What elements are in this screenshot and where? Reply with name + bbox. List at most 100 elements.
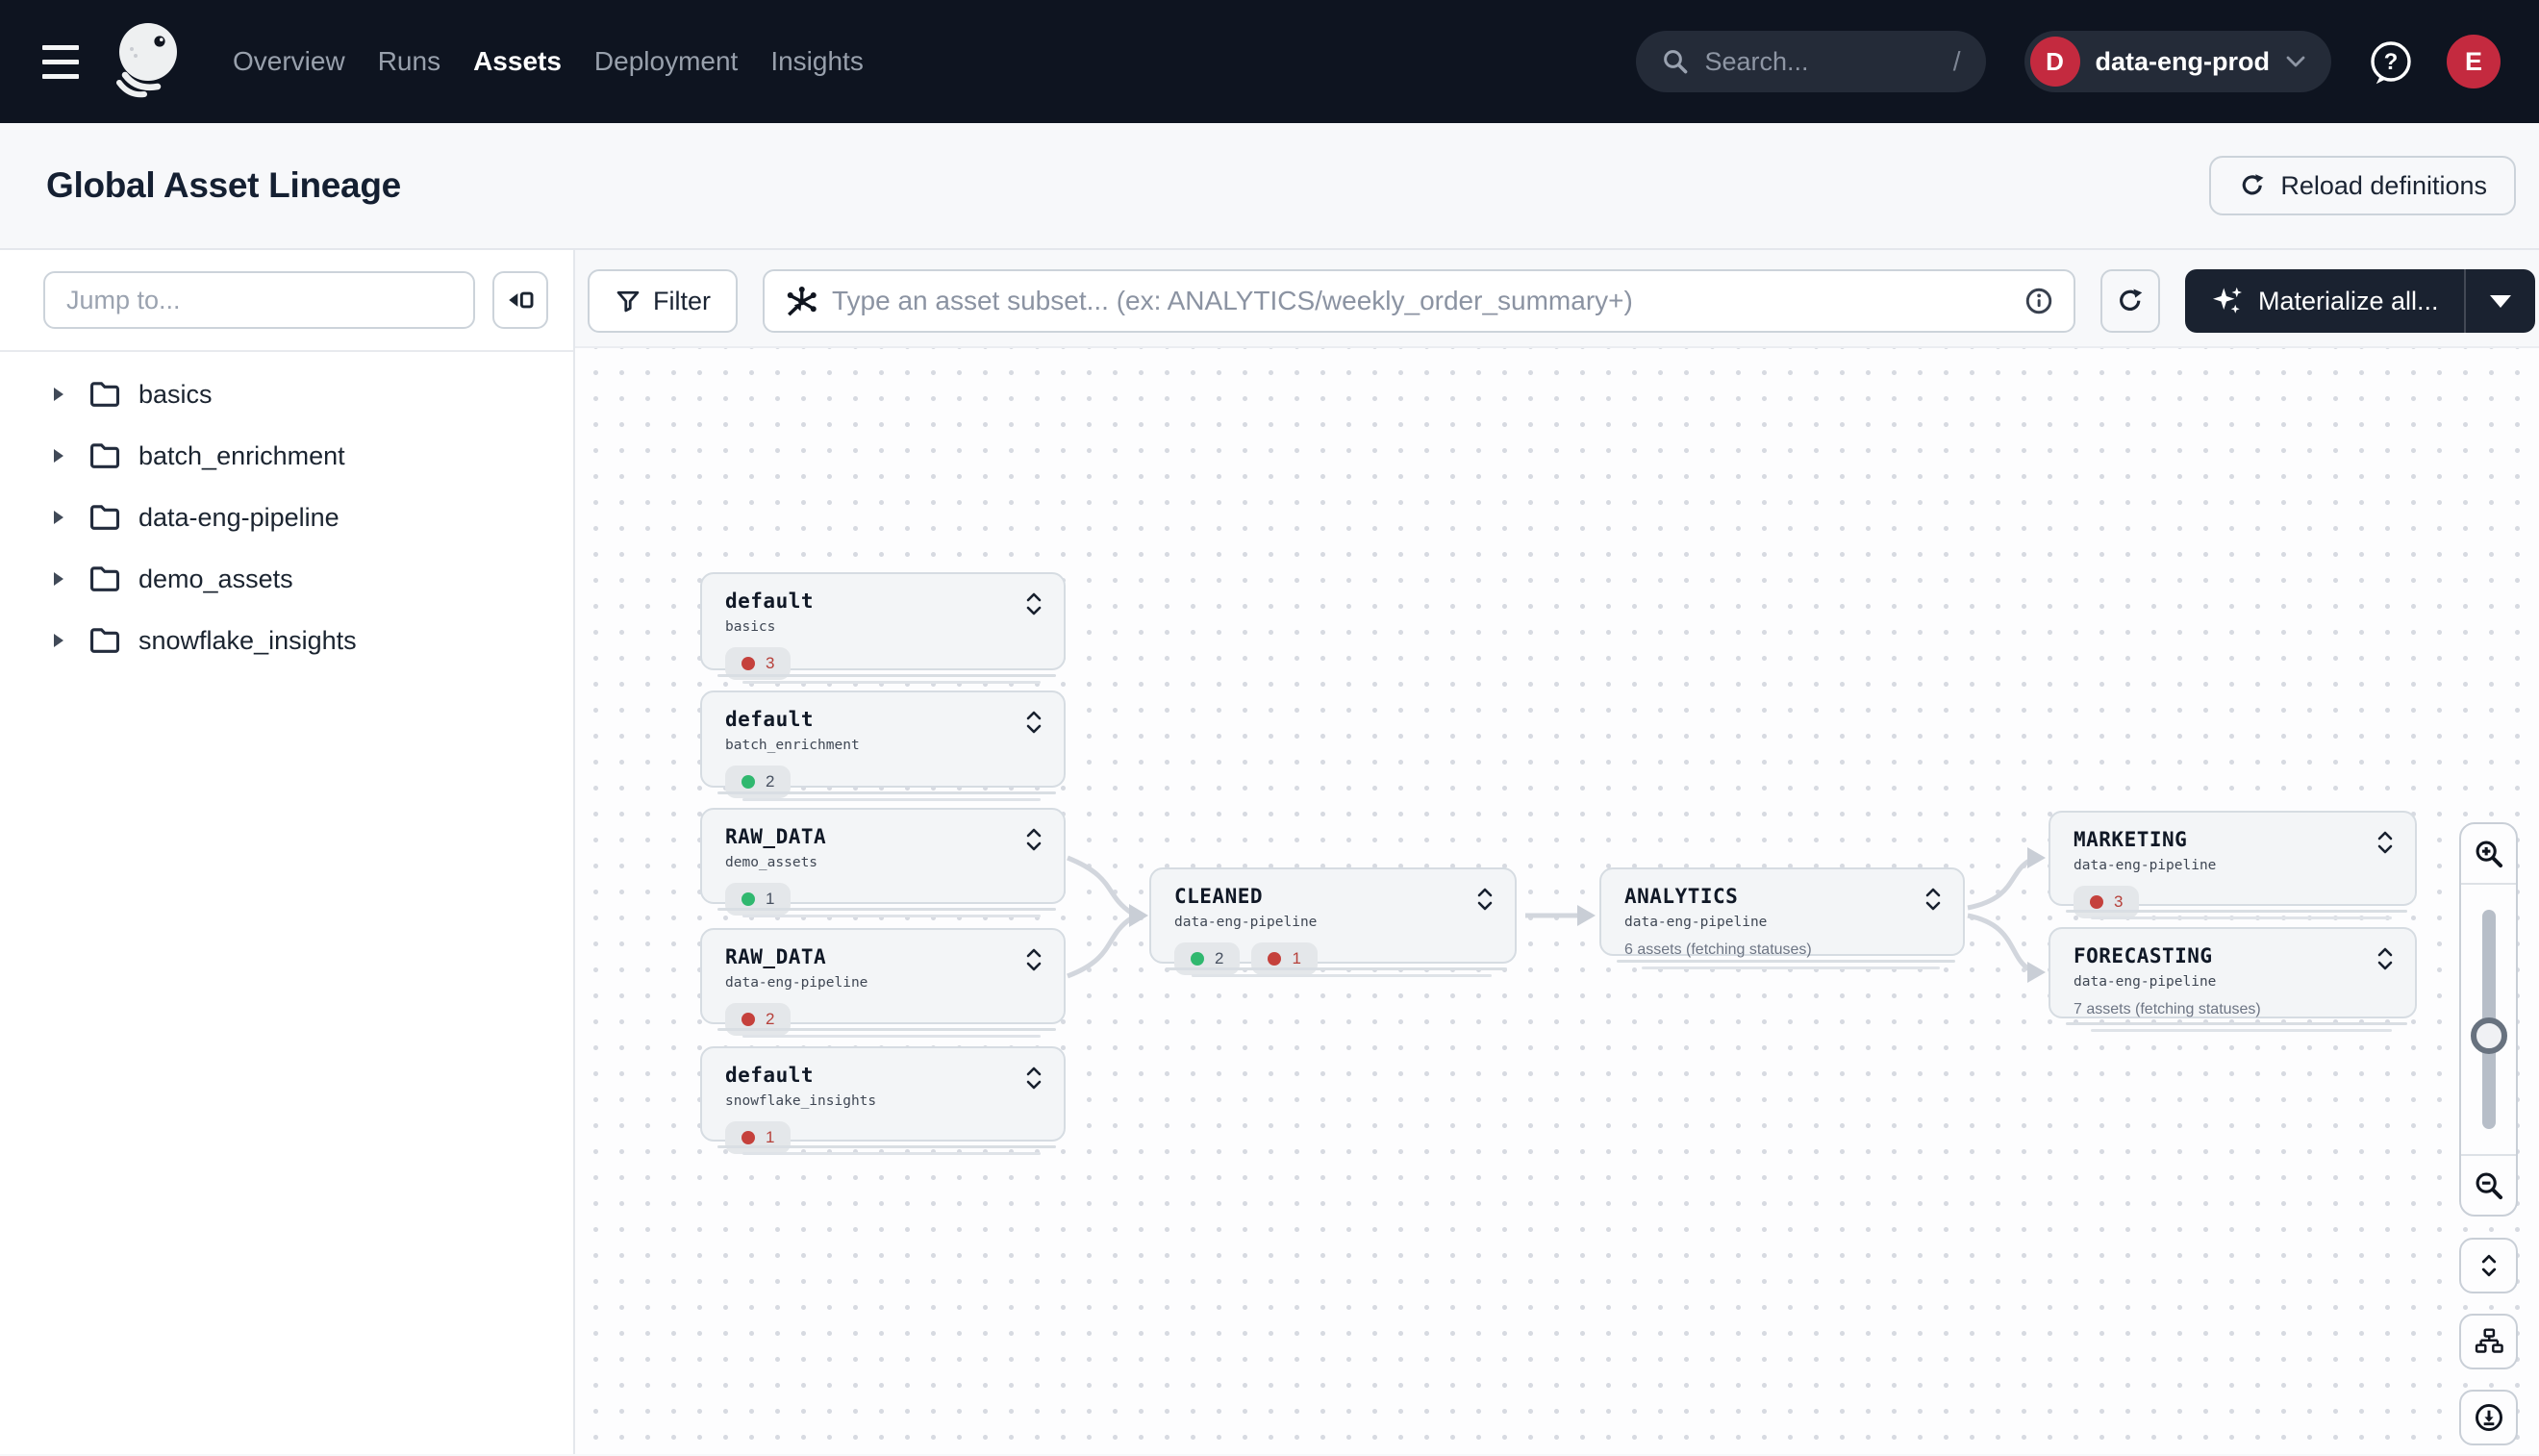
asset-subset-input[interactable] (832, 286, 2010, 316)
sidebar-item-data-eng-pipeline[interactable]: data-eng-pipeline (0, 487, 573, 548)
lineage-toolbar: Filter (575, 250, 2539, 346)
jump-to-input[interactable] (43, 271, 476, 329)
dagster-logo[interactable] (106, 17, 189, 106)
status-badge: 2 (725, 1003, 792, 1036)
zoom-in-icon (2476, 841, 2502, 867)
global-search[interactable]: Search... / (1635, 31, 1986, 92)
filter-button[interactable]: Filter (588, 269, 738, 333)
info-icon[interactable] (2024, 286, 2054, 316)
asset-group-node-forecasting[interactable]: FORECASTING data-eng-pipeline 7 assets (… (2049, 927, 2417, 1032)
caret-right-icon[interactable] (54, 634, 63, 647)
success-dot-icon (1191, 952, 1204, 966)
search-shortcut-hint: / (1952, 46, 1961, 76)
sidebar-item-batch-enrichment[interactable]: batch_enrichment (0, 425, 573, 487)
folder-tree: basics batch_enrichment data-eng-pipelin… (0, 352, 573, 671)
sidebar-item-basics[interactable]: basics (0, 364, 573, 425)
error-dot-icon (2090, 895, 2103, 909)
page-header: Global Asset Lineage Reload definitions (0, 123, 2539, 250)
materialize-options-caret[interactable] (2466, 269, 2535, 333)
caret-right-icon[interactable] (54, 511, 63, 524)
download-icon (2475, 1404, 2502, 1431)
asset-subset-field[interactable] (763, 269, 2075, 333)
expand-collapse-all-button[interactable] (2459, 1238, 2518, 1293)
error-dot-icon (742, 657, 755, 670)
fetching-statuses-note: 6 assets (fetching statuses) (1624, 941, 1812, 958)
top-nav: Overview Runs Assets Deployment Insights… (0, 0, 2539, 123)
zoom-out-icon (2476, 1172, 2502, 1199)
unfold-icon (2481, 1254, 2496, 1277)
expand-collapse-icon[interactable] (1924, 887, 1942, 912)
asset-selection-icon (787, 287, 817, 316)
asset-group-node-default-basics[interactable]: default basics 3 (700, 572, 1066, 684)
expand-collapse-icon[interactable] (2376, 946, 2394, 971)
deployment-name: data-eng-prod (2095, 46, 2271, 76)
materialize-all-button[interactable]: Materialize all... (2185, 269, 2535, 333)
asset-group-node-analytics[interactable]: ANALYTICS data-eng-pipeline 6 assets (fe… (1599, 867, 1965, 969)
status-badge: 2 (725, 766, 792, 798)
search-placeholder: Search... (1704, 46, 1809, 76)
expand-collapse-icon[interactable] (1025, 1066, 1043, 1091)
status-badge: 3 (725, 647, 792, 680)
asset-group-node-marketing[interactable]: MARKETING data-eng-pipeline 3 (2049, 811, 2417, 919)
error-dot-icon (1268, 952, 1282, 966)
status-badge: 1 (725, 1121, 792, 1154)
expand-collapse-icon[interactable] (1476, 887, 1494, 912)
sidebar-item-demo-assets[interactable]: demo_assets (0, 548, 573, 610)
folder-icon (89, 628, 120, 653)
zoom-control (2459, 822, 2518, 1217)
asset-group-node-cleaned[interactable]: CLEANED data-eng-pipeline 2 1 (1149, 867, 1517, 977)
nav-insights[interactable]: Insights (770, 46, 864, 76)
zoom-slider-thumb[interactable] (2470, 1017, 2507, 1054)
refresh-icon (2243, 174, 2264, 195)
nav-assets[interactable]: Assets (473, 46, 562, 76)
asset-group-node-rawdata-demo-assets[interactable]: RAW_DATA demo_assets 1 (700, 808, 1066, 917)
zoom-out-button[interactable] (2461, 1154, 2516, 1215)
help-icon[interactable]: ? (2368, 38, 2414, 85)
asset-group-node-rawdata-data-eng-pipeline[interactable]: RAW_DATA data-eng-pipeline 2 (700, 928, 1066, 1038)
asset-group-node-default-snowflake-insights[interactable]: default snowflake_insights 1 (700, 1046, 1066, 1155)
expand-collapse-icon[interactable] (1025, 947, 1043, 972)
error-dot-icon (742, 1131, 755, 1144)
expand-collapse-icon[interactable] (1025, 710, 1043, 735)
lineage-canvas[interactable]: default basics 3 default (575, 346, 2539, 1454)
folder-icon (89, 505, 120, 530)
sidebar-item-snowflake-insights[interactable]: snowflake_insights (0, 610, 573, 671)
nav-overview[interactable]: Overview (233, 46, 345, 76)
filter-funnel-icon (616, 290, 640, 313)
primary-nav: Overview Runs Assets Deployment Insights (233, 46, 864, 77)
download-image-button[interactable] (2459, 1390, 2518, 1445)
panel-collapse-icon (509, 291, 534, 309)
expand-collapse-icon[interactable] (1025, 827, 1043, 852)
asset-group-node-default-batch-enrichment[interactable]: default batch_enrichment 2 (700, 690, 1066, 801)
status-badge: 2 (1174, 942, 1241, 975)
org-chart-icon (2475, 1328, 2503, 1353)
deployment-switcher[interactable]: D data-eng-prod (2024, 31, 2331, 92)
chevron-down-icon (2286, 56, 2305, 67)
asset-groups-sidebar: basics batch_enrichment data-eng-pipelin… (0, 250, 575, 1454)
success-dot-icon (742, 775, 755, 789)
user-avatar[interactable]: E (2447, 35, 2501, 88)
caret-right-icon[interactable] (54, 388, 63, 401)
layout-tree-button[interactable] (2459, 1314, 2518, 1369)
folder-icon (89, 382, 120, 407)
svg-text:?: ? (2384, 49, 2399, 75)
zoom-in-button[interactable] (2461, 824, 2516, 885)
collapse-sidebar-button[interactable] (492, 271, 548, 329)
expand-collapse-icon[interactable] (2376, 830, 2394, 855)
search-icon (1663, 50, 1687, 74)
zoom-slider[interactable] (2461, 885, 2516, 1154)
nav-runs[interactable]: Runs (377, 46, 441, 76)
fetching-statuses-note: 7 assets (fetching statuses) (2074, 1001, 2261, 1017)
status-badge: 1 (1251, 942, 1318, 975)
status-badge: 3 (2074, 886, 2140, 918)
expand-collapse-icon[interactable] (1025, 591, 1043, 616)
deployment-badge: D (2029, 37, 2080, 87)
menu-icon[interactable] (42, 40, 85, 83)
error-dot-icon (742, 1013, 755, 1026)
nav-deployment[interactable]: Deployment (593, 46, 739, 76)
reload-definitions-button[interactable]: Reload definitions (2209, 156, 2516, 215)
status-badge: 1 (725, 883, 792, 916)
refresh-graph-button[interactable] (2100, 269, 2160, 333)
caret-right-icon[interactable] (54, 572, 63, 586)
caret-right-icon[interactable] (54, 449, 63, 463)
